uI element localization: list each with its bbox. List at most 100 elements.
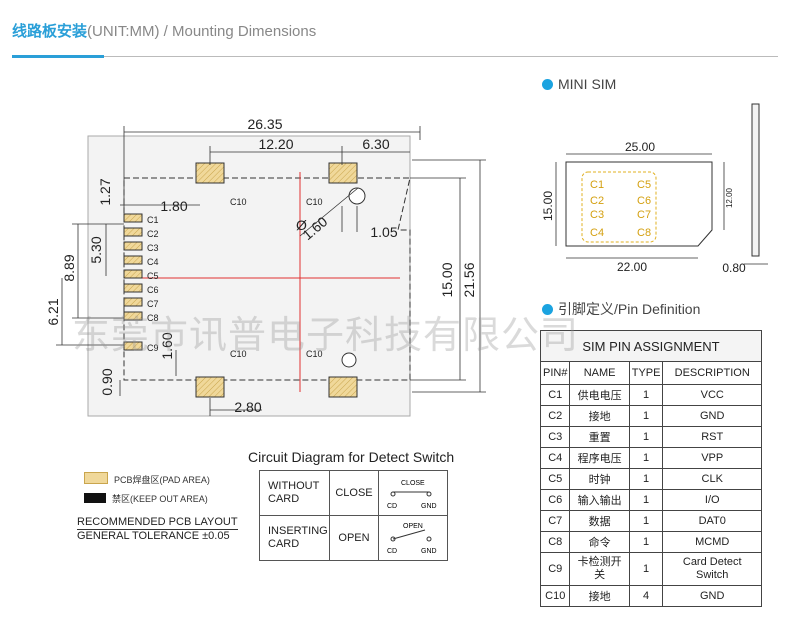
cell: DAT0 [662,510,762,532]
pin-col-desc: DESCRIPTION [662,361,762,385]
diameter-symbol: Ø [296,217,307,233]
pad-label-c8: C8 [147,313,159,323]
pin-def-title: 引脚定义/Pin Definition [542,299,700,319]
cell: 1 [628,489,664,511]
close-label: CLOSE [401,480,425,487]
dim-8-89: 8.89 [61,254,77,281]
cell: C3 [539,426,571,448]
cell: 1 [628,468,664,490]
sim-contact-c7: C7 [637,209,651,221]
switch-close: CLOSE [329,470,379,516]
cell: GND [662,585,762,607]
sim-height: 15.00 [541,191,555,221]
cell: 接地 [569,585,630,607]
legend-keepout-text: 禁区(KEEP OUT AREA) [112,494,208,504]
dim-12-20: 12.20 [258,136,293,152]
cell: C5 [539,468,571,490]
cell: 1 [628,405,664,427]
gnd-label: GND [421,503,437,510]
c10-pads [195,162,358,398]
mini-sim-title: MINI SIM [542,76,616,92]
header-accent-bar [12,55,104,58]
pad-label-c1: C1 [147,215,159,225]
locating-hole-top [348,187,366,205]
pad-label-c7: C7 [147,299,159,309]
holder-outline [123,177,411,381]
cell: 重置 [569,426,630,448]
cell: 1 [628,552,664,586]
watermark: 东莞市讯普电子科技有限公司 [72,313,580,357]
cell: C8 [539,531,571,553]
open-label: OPEN [403,523,423,530]
cell: 供电电压 [569,384,630,406]
keepout-swatch-icon [84,493,106,503]
sim-contact-c8: C8 [637,227,651,239]
cell: 命令 [569,531,630,553]
cell: C6 [539,489,571,511]
sim-contact-c2: C2 [590,195,604,207]
c10-label-br: C10 [306,349,323,359]
cell: I/O [662,489,762,511]
cell: 1 [628,510,664,532]
sim-thickness: 0.80 [722,261,746,275]
dim-2-80: 2.80 [234,399,261,415]
sim-contact-c1: C1 [590,179,604,191]
dim-6-21: 6.21 [45,298,61,325]
cell: 接地 [569,405,630,427]
header-divider [12,56,778,57]
sim-contact-c3: C3 [590,209,604,221]
sim-contact-c5: C5 [637,179,651,191]
c10-label-tr: C10 [306,197,323,207]
c10-label-bl: C10 [230,349,247,359]
pad-label-c3: C3 [147,243,159,253]
dim-1-27: 1.27 [97,178,113,205]
layout-note-line2: GENERAL TOLERANCE ±0.05 [77,530,230,542]
sim-contact-c4: C4 [590,227,604,239]
cd-label: CD [387,548,397,555]
dim-0-90: 0.90 [99,368,115,395]
sim-inner: 22.00 [617,260,647,274]
cell: VCC [662,384,762,406]
cell: C7 [539,510,571,532]
sim-side: 12.00 [725,187,734,208]
circuit-title: Circuit Diagram for Detect Switch [248,449,455,465]
contact-pads [123,213,143,351]
cell: 1 [628,447,664,469]
pin-table-title: SIM PIN ASSIGNMENT [540,330,762,362]
cell: C1 [539,384,571,406]
header-title-en: (UNIT:MM) / Mounting Dimensions [87,23,317,40]
cell: C9 [539,552,571,586]
c10-label-tl: C10 [230,197,247,207]
bullet-dot-icon [542,304,553,315]
dim-21-56: 21.56 [461,262,477,297]
dim-1-80: 1.80 [160,198,187,214]
header-title-zh: 线路板安装 [12,22,88,40]
cell: 数据 [569,510,630,532]
page-header: 线路板安装(UNIT:MM) / Mounting Dimensions [12,20,316,41]
dim-26-35: 26.35 [247,116,282,132]
legend-pad: PCB焊盘区(PAD AREA) [84,472,210,486]
pin-assignment-table: SIM PIN ASSIGNMENT PIN# NAME TYPE DESCRI… [539,330,762,607]
mini-sim-drawing [555,103,768,265]
open-switch-diagram: OPEN CD GND [378,515,448,561]
dim-5-30: 5.30 [88,236,104,263]
cd-label: CD [387,503,397,510]
cell: CLK [662,468,762,490]
cell: 输入输出 [569,489,630,511]
state-inserting-card: INSERTING CARD [259,515,330,561]
cell: 时钟 [569,468,630,490]
cell: RST [662,426,762,448]
legend-pad-text: PCB焊盘区(PAD AREA) [114,475,210,485]
close-switch-diagram: CLOSE CD GND [378,470,448,516]
pin-col-type: TYPE [628,361,664,385]
pad-label-c2: C2 [147,229,159,239]
